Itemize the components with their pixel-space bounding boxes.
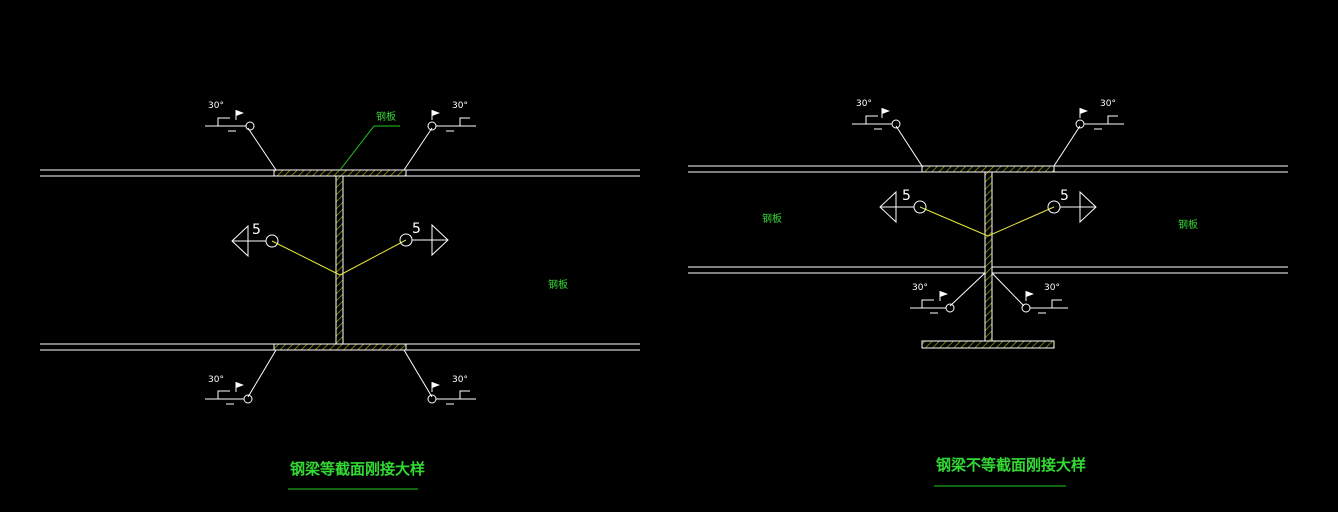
drawing-2-unequal-section: 5 5 30° 30°: [688, 99, 1288, 487]
d2-weld-symbol-left: 5: [879, 188, 989, 237]
d1-bevel-angle-bl: 30°: [208, 375, 224, 385]
d1-bevel-symbol-bottom-right: 30°: [403, 349, 476, 405]
d2-title-block: 钢梁不等截面刚接大样: [934, 456, 1086, 487]
d1-bottom-flange: [40, 343, 640, 351]
d2-lower-flange-plate: [921, 340, 1055, 349]
d1-bevel-angle-tl: 30°: [208, 101, 224, 111]
d1-web-plate: [335, 175, 344, 345]
d2-weld-symbol-right: 5: [987, 188, 1097, 237]
d1-label-steel-side: 钢板: [548, 278, 568, 291]
d1-top-flange: [40, 169, 640, 177]
d2-bevel-symbol-top-left: 30°: [852, 99, 923, 167]
d1-weld-symbol-right: 5: [339, 221, 449, 276]
d2-label-right: 钢板: [1178, 218, 1198, 231]
d2-bevel-angle-br: 30°: [1044, 283, 1060, 293]
d1-bevel-angle-tr: 30°: [452, 101, 468, 111]
d2-bevel-symbol-bottom-right: 30°: [991, 272, 1068, 314]
d2-top-flange: [688, 165, 1288, 173]
d1-title-block: 钢梁等截面刚接大样: [288, 460, 425, 490]
d1-title: 钢梁等截面刚接大样: [290, 460, 425, 478]
d1-bevel-symbol-bottom-left: 30°: [205, 349, 277, 405]
d2-bevel-angle-tr: 30°: [1100, 99, 1116, 109]
d1-weld-size-right: 5: [412, 221, 421, 237]
d2-bevel-symbol-bottom-left: 30°: [910, 272, 986, 314]
d1-weld-symbol-left: 5: [231, 222, 341, 276]
d1-bevel-symbol-top-left: 30°: [205, 101, 277, 171]
d2-title: 钢梁不等截面刚接大样: [936, 456, 1086, 474]
d1-steel-label-top: 钢板: [339, 110, 400, 171]
d2-bevel-angle-bl: 30°: [912, 283, 928, 293]
d1-bevel-symbol-top-right: 30°: [403, 101, 476, 171]
d2-web-plate: [984, 171, 993, 342]
d2-weld-size-right: 5: [1060, 188, 1069, 204]
d2-bevel-angle-tl: 30°: [856, 99, 872, 109]
d2-weld-size-left: 5: [902, 188, 911, 204]
d1-label-steel-top: 钢板: [376, 110, 396, 123]
drawing-1-equal-section: 5 5 30° 30°: [40, 101, 640, 490]
d2-bevel-symbol-top-right: 30°: [1053, 99, 1124, 167]
d1-weld-size-left: 5: [252, 222, 261, 238]
d1-bevel-angle-br: 30°: [452, 375, 468, 385]
d2-label-left: 钢板: [762, 212, 782, 225]
